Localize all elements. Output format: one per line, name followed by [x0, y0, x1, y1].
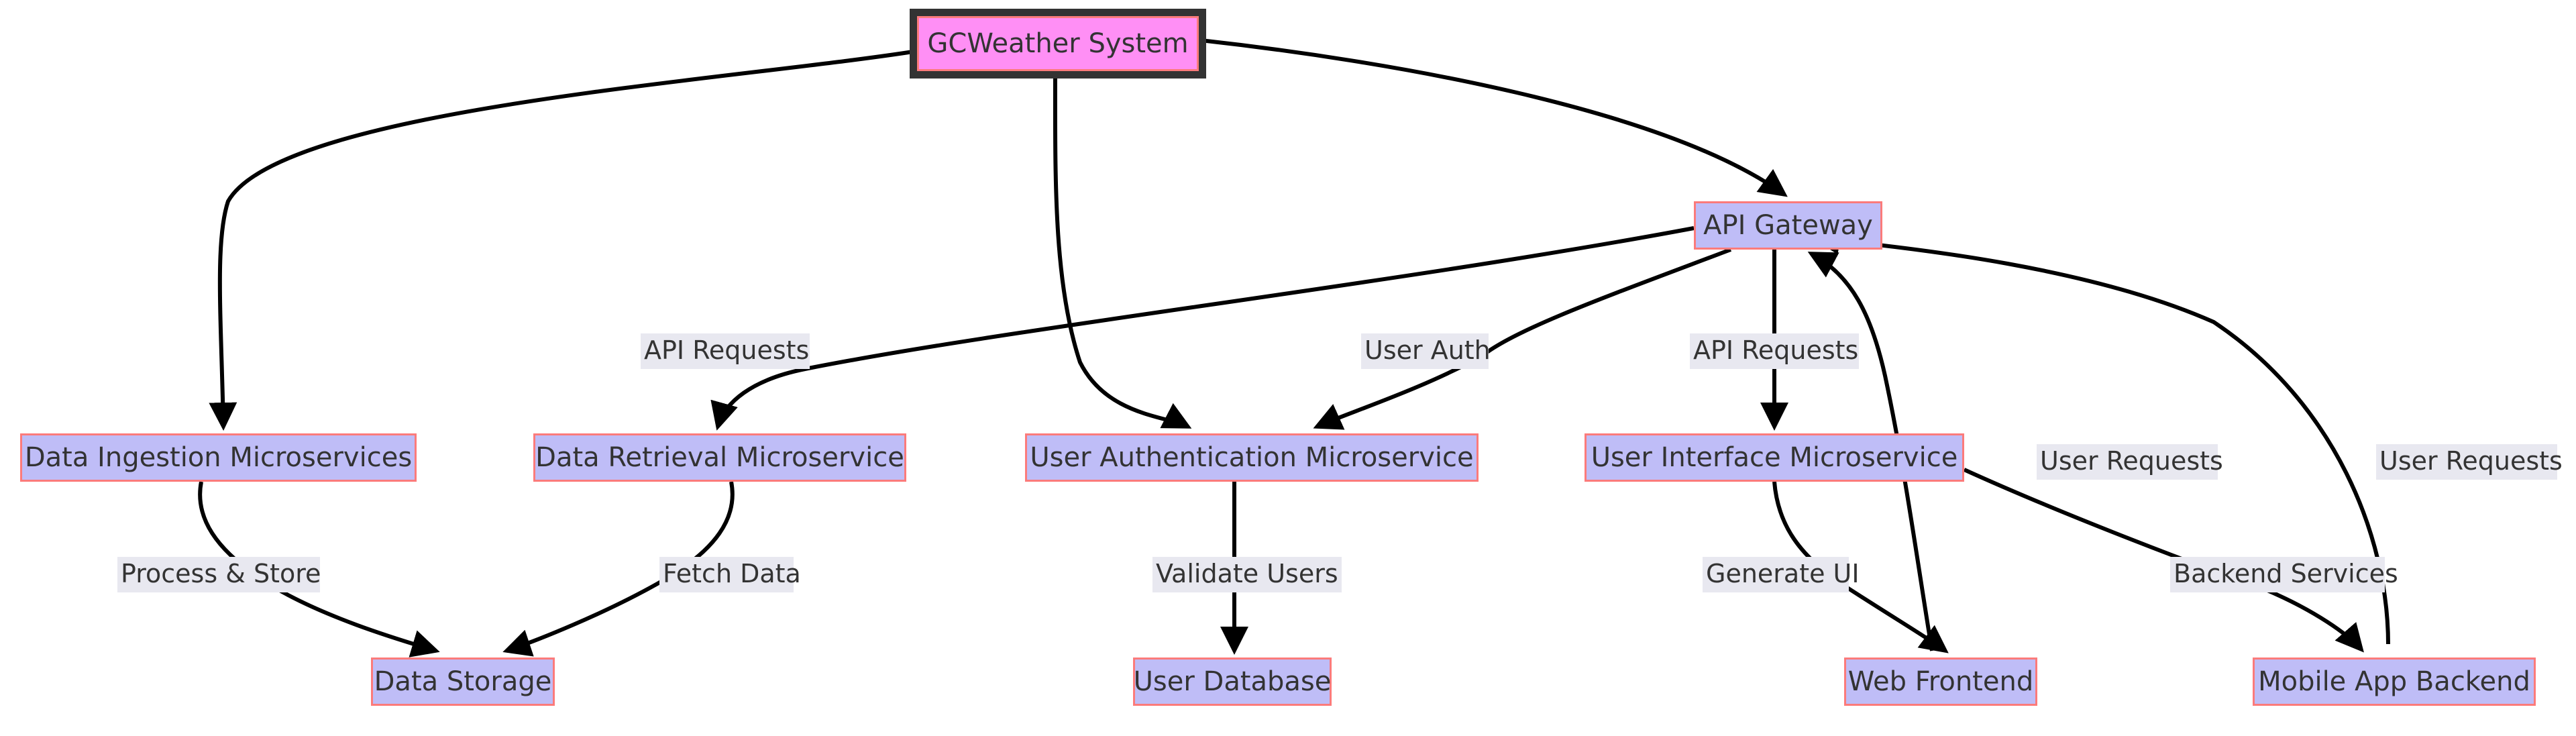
node-gcweather[interactable]: GCWeather System: [910, 9, 1206, 78]
edge-user_interface-to-web_frontend: [1772, 481, 1949, 653]
edge-web_frontend-to-api_gateway: [1807, 252, 1934, 651]
edge-gcweather-to-user_auth_ms: [1053, 70, 1192, 429]
edge-data_retrieval-to-data_storage: [502, 481, 735, 657]
node-label: Mobile App Backend: [2258, 666, 2530, 697]
node-data_ingestion[interactable]: Data Ingestion Microservices: [20, 433, 417, 482]
node-api_gateway[interactable]: API Gateway: [1694, 201, 1882, 250]
node-data_storage[interactable]: Data Storage: [371, 658, 555, 706]
edge-label-l5: User Requests: [2376, 444, 2563, 480]
node-mobile_backend[interactable]: Mobile App Backend: [2253, 658, 2536, 706]
node-label: Data Storage: [374, 666, 552, 697]
edge-label-l3: API Requests: [1690, 333, 1859, 369]
node-label: API Gateway: [1703, 210, 1873, 241]
edge-label-l9: Generate UI: [1703, 557, 1860, 592]
edge-label-l10: Backend Services: [2170, 557, 2398, 592]
edge-gcweather-to-data_ingestion: [209, 48, 926, 431]
node-data_retrieval[interactable]: Data Retrieval Microservice: [533, 433, 906, 482]
edge-label-l4: User Requests: [2037, 444, 2223, 480]
edge-mobile_backend-to-api_gateway: [1811, 226, 2390, 645]
node-user_database[interactable]: User Database: [1133, 658, 1332, 706]
edge-label-l1: API Requests: [641, 333, 810, 369]
edge-label-l7: Fetch Data: [659, 557, 801, 592]
node-label: GCWeather System: [927, 28, 1189, 59]
node-label: User Authentication Microservice: [1030, 442, 1474, 473]
node-label: Web Frontend: [1847, 666, 2034, 697]
node-label: User Database: [1133, 666, 1332, 697]
node-label: Data Ingestion Microservices: [24, 442, 413, 473]
node-label: User Interface Microservice: [1591, 442, 1958, 473]
edge-label-l2: User Auth: [1361, 333, 1491, 369]
node-user_auth_ms[interactable]: User Authentication Microservice: [1025, 433, 1479, 482]
edge-gcweather-to-api_gateway: [1200, 38, 1788, 197]
edge-label-l8: Validate Users: [1152, 557, 1342, 592]
node-label: Data Retrieval Microservice: [535, 442, 904, 473]
edge-label-l6: Process & Store: [117, 557, 321, 592]
node-web_frontend[interactable]: Web Frontend: [1844, 658, 2037, 706]
edge-api_gateway-to-data_retrieval: [710, 226, 1695, 431]
node-user_interface[interactable]: User Interface Microservice: [1585, 433, 1964, 482]
